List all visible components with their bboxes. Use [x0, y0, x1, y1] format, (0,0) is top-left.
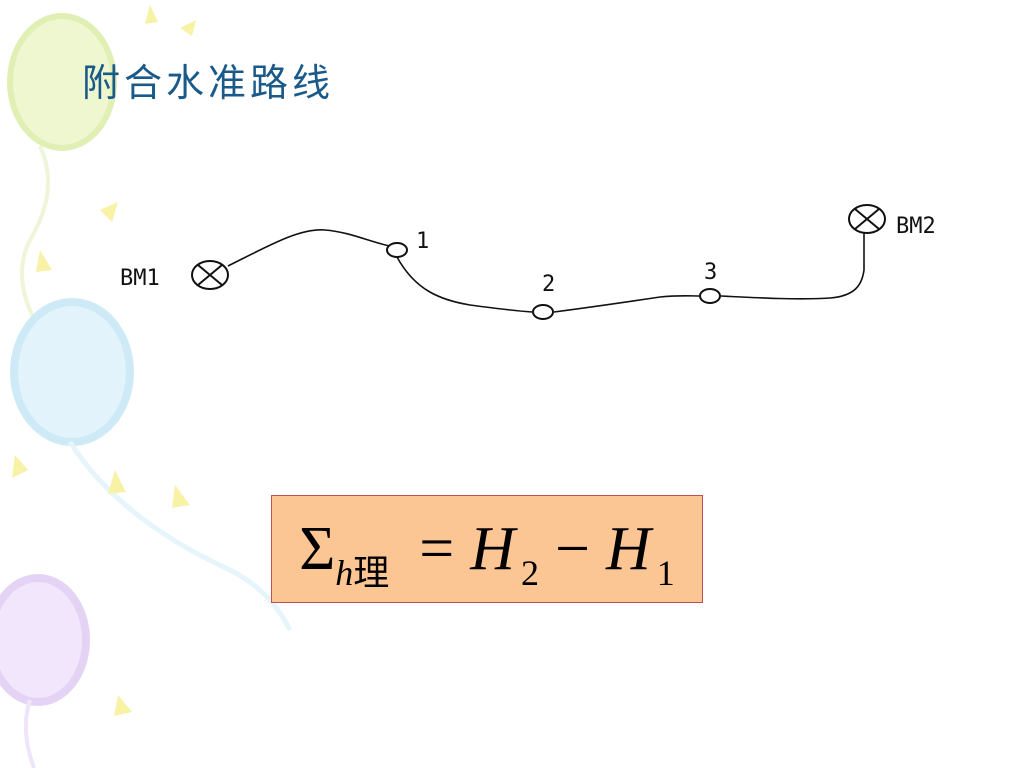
formula-sigma: Σ	[299, 515, 336, 583]
balloon-yellow-green	[7, 13, 117, 332]
turning-point-2-label: 2	[542, 272, 555, 297]
turning-point-3-label: 3	[704, 260, 717, 285]
balloon-purple	[0, 574, 90, 768]
formula-term1-var: H	[470, 515, 516, 583]
turning-point-1-label: 1	[416, 229, 429, 254]
formula-term2-index: 1	[656, 553, 675, 593]
formula-term1-index: 2	[521, 553, 540, 593]
turning-point-3-symbol	[699, 288, 721, 304]
formula-subscript-var: h	[335, 553, 354, 593]
benchmark-bm1-label: BM1	[120, 266, 160, 291]
formula-equals: =	[419, 515, 455, 583]
benchmark-bm1-symbol	[191, 260, 229, 290]
sparkle-rays	[12, 5, 196, 716]
formula-subscript: h理	[335, 553, 389, 593]
turning-point-1-symbol	[386, 242, 408, 258]
benchmark-bm2-symbol	[848, 204, 886, 234]
route-line	[227, 229, 865, 313]
slide-title: 附合水准路线	[82, 61, 335, 105]
formula-minus: −	[555, 515, 591, 583]
formula-subscript-text: 理	[353, 553, 390, 593]
formula-term2-var: H	[606, 515, 651, 583]
benchmark-bm2-label: BM2	[896, 214, 936, 239]
turning-point-2-symbol	[532, 304, 554, 320]
